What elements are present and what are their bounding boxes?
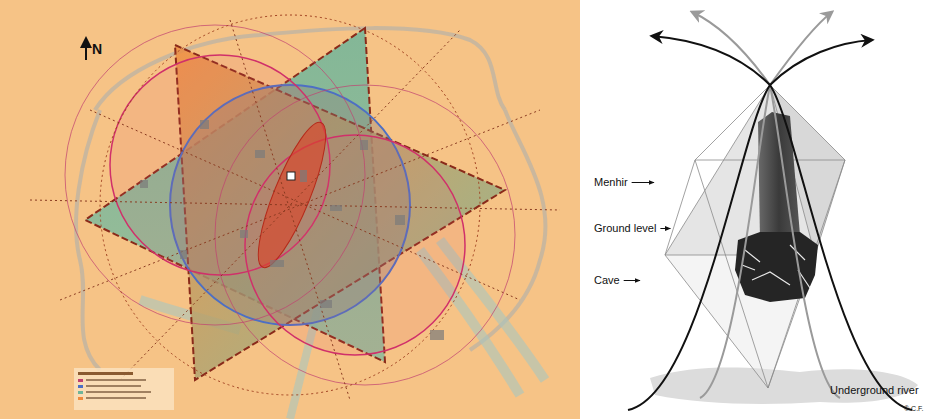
part-label: Cave <box>594 274 620 287</box>
cave-rubble <box>735 232 818 302</box>
copyright-label: © C.F. <box>904 404 924 413</box>
north-arrow <box>85 42 87 60</box>
north-label: N <box>92 41 102 57</box>
part-label: Underground river <box>830 384 919 397</box>
energy-curve <box>628 85 912 410</box>
river-shape <box>650 368 918 404</box>
building-marks <box>140 120 444 340</box>
energy-curve <box>700 85 840 398</box>
lens <box>246 116 338 274</box>
circle <box>65 25 365 325</box>
center-mark <box>287 172 295 180</box>
map-ground <box>0 0 580 419</box>
menhir-stone <box>758 112 800 240</box>
leader-arrow <box>632 182 654 183</box>
energy-arrow <box>770 12 832 85</box>
energy-arrow <box>770 40 872 85</box>
legend-panel <box>74 368 174 410</box>
energy-arrow <box>652 36 770 85</box>
part-label: Ground level <box>594 222 656 235</box>
circle <box>215 85 515 385</box>
leader-arrow <box>660 228 670 229</box>
axis-lines <box>30 20 560 400</box>
leader-arrow <box>624 280 640 281</box>
legend-lines <box>78 372 151 400</box>
part-label: Menhir <box>594 176 628 189</box>
